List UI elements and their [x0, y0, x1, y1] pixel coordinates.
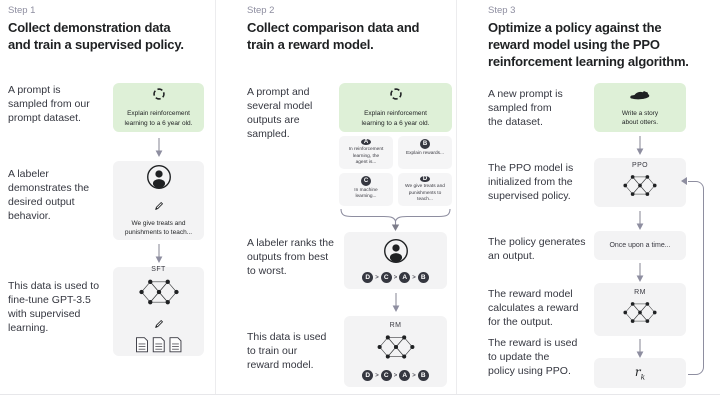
labeler-icon: [383, 238, 409, 269]
column-divider-2: [456, 0, 457, 394]
step3-output-box: Once upon a time...: [594, 231, 686, 260]
output-card-d: D We give treats and punishments to teac…: [398, 173, 452, 206]
step3-reward-box: rk: [594, 358, 686, 388]
output-card-b: B Explain rewards...: [398, 136, 452, 169]
rm-model-label: RM: [634, 288, 646, 296]
output-card-a: A In reinforcement learning, the agent i…: [339, 136, 393, 169]
rank-chip: D: [362, 272, 374, 283]
down-arrow-icon: [634, 262, 646, 289]
column-divider-1: [215, 0, 216, 394]
step3-output-caption: The policy generates an output.: [488, 236, 586, 263]
down-arrow-icon: [634, 135, 646, 162]
documents-icon: [135, 336, 182, 358]
step3-reward-caption: The reward is used to update the policy …: [488, 337, 578, 378]
step3-rm-caption: The reward model calculates a reward for…: [488, 288, 579, 329]
pencil-icon: [154, 198, 164, 216]
step3-heading: Optimize a policy against the reward mod…: [488, 20, 689, 70]
step1-prompt-caption: A prompt is sampled from our prompt data…: [8, 84, 90, 125]
ppo-feedback-loop-arrow: [688, 181, 704, 375]
output-card-text: Explain rewards...: [405, 151, 445, 156]
step3-rm-box: RM: [594, 283, 686, 336]
step1-prompt-box: Explain reinforcement learning to a 6 ye…: [113, 83, 204, 132]
otter-icon: [629, 88, 651, 106]
output-letter-badge: B: [420, 139, 430, 149]
brace-arrow-icon: [339, 208, 452, 237]
refresh-icon: [152, 87, 166, 106]
down-arrow-icon: [153, 137, 165, 164]
reward-symbol: rk: [634, 364, 646, 382]
step3-prompt-text: Write a story about otters.: [621, 109, 659, 126]
output-card-text: In machine learning...: [354, 188, 378, 200]
down-arrow-icon: [390, 292, 402, 319]
step1-heading: Collect demonstration data and train a s…: [8, 20, 184, 53]
neural-network-icon: [135, 276, 183, 313]
output-card-c: C In machine learning...: [339, 173, 393, 206]
down-arrow-icon: [634, 210, 646, 237]
rank-chip: C: [380, 272, 392, 283]
down-arrow-icon: [153, 243, 165, 270]
step1-labeler-box: We give treats and punishments to teach.…: [113, 161, 204, 240]
step3-prompt-box: Write a story about otters.: [594, 83, 686, 132]
rank-chip: B: [417, 370, 429, 381]
ranking-row: D > C > A > B: [362, 272, 429, 283]
step2-rm-box: RM D > C >: [344, 316, 447, 387]
neural-network-icon: [374, 332, 418, 367]
refresh-icon: [389, 87, 403, 106]
ppo-model-label: PPO: [632, 161, 648, 169]
rank-chip: B: [417, 272, 429, 283]
step1-labeler-text: We give treats and punishments to teach.…: [124, 219, 193, 236]
step2-label: Step 2: [247, 5, 275, 16]
rank-chip: A: [399, 370, 411, 381]
step3-prompt-caption: A new prompt is sampled from the dataset…: [488, 88, 563, 129]
step1-sft-caption: This data is used to fine-tune GPT-3.5 w…: [8, 280, 100, 335]
output-letter-badge: C: [361, 176, 371, 186]
output-card-text: In reinforcement learning, the agent is.…: [348, 147, 384, 165]
loop-arrowhead-icon: [681, 177, 687, 185]
step2-labeler-box: D > C > A > B: [344, 232, 447, 289]
step2-rm-caption: This data is used to train our reward mo…: [247, 331, 327, 372]
step3-label: Step 3: [488, 5, 516, 16]
bottom-divider: [0, 394, 720, 395]
output-letter-badge: A: [361, 139, 371, 146]
step1-labeler-caption: A labeler demonstrates the desired outpu…: [8, 168, 90, 223]
step2-sampling-caption: A prompt and several model outputs are s…: [247, 86, 313, 141]
output-letter-badge: D: [420, 176, 430, 183]
rank-chip: D: [362, 370, 374, 381]
neural-network-icon: [620, 172, 660, 204]
step3-ppo-box: PPO: [594, 158, 686, 207]
step3-ppo-caption: The PPO model is initialized from the su…: [488, 162, 574, 203]
neural-network-icon: [620, 299, 660, 331]
step2-heading: Collect comparison data and train a rewa…: [247, 20, 420, 53]
step1-prompt-text: Explain reinforcement learning to a 6 ye…: [124, 110, 193, 127]
step2-prompt-text: Explain reinforcement learning to a 6 ye…: [361, 110, 430, 127]
sft-model-label: SFT: [151, 265, 166, 273]
rm-model-label: RM: [389, 322, 402, 329]
output-card-text: We give treats and punishments to teach.…: [405, 184, 445, 202]
step2-ranking-caption: A labeler ranks the outputs from best to…: [247, 237, 334, 278]
step1-sft-box: SFT: [113, 265, 204, 358]
rank-chip: C: [380, 370, 392, 381]
down-arrow-icon: [634, 338, 646, 365]
step3-output-text: Once upon a time...: [609, 242, 671, 249]
pencil-icon: [154, 316, 164, 334]
step1-label: Step 1: [8, 5, 36, 16]
labeler-icon: [146, 164, 172, 195]
ranking-row: D > C > A > B: [362, 370, 429, 381]
rank-chip: A: [399, 272, 411, 283]
step2-prompt-box: Explain reinforcement learning to a 6 ye…: [339, 83, 452, 132]
